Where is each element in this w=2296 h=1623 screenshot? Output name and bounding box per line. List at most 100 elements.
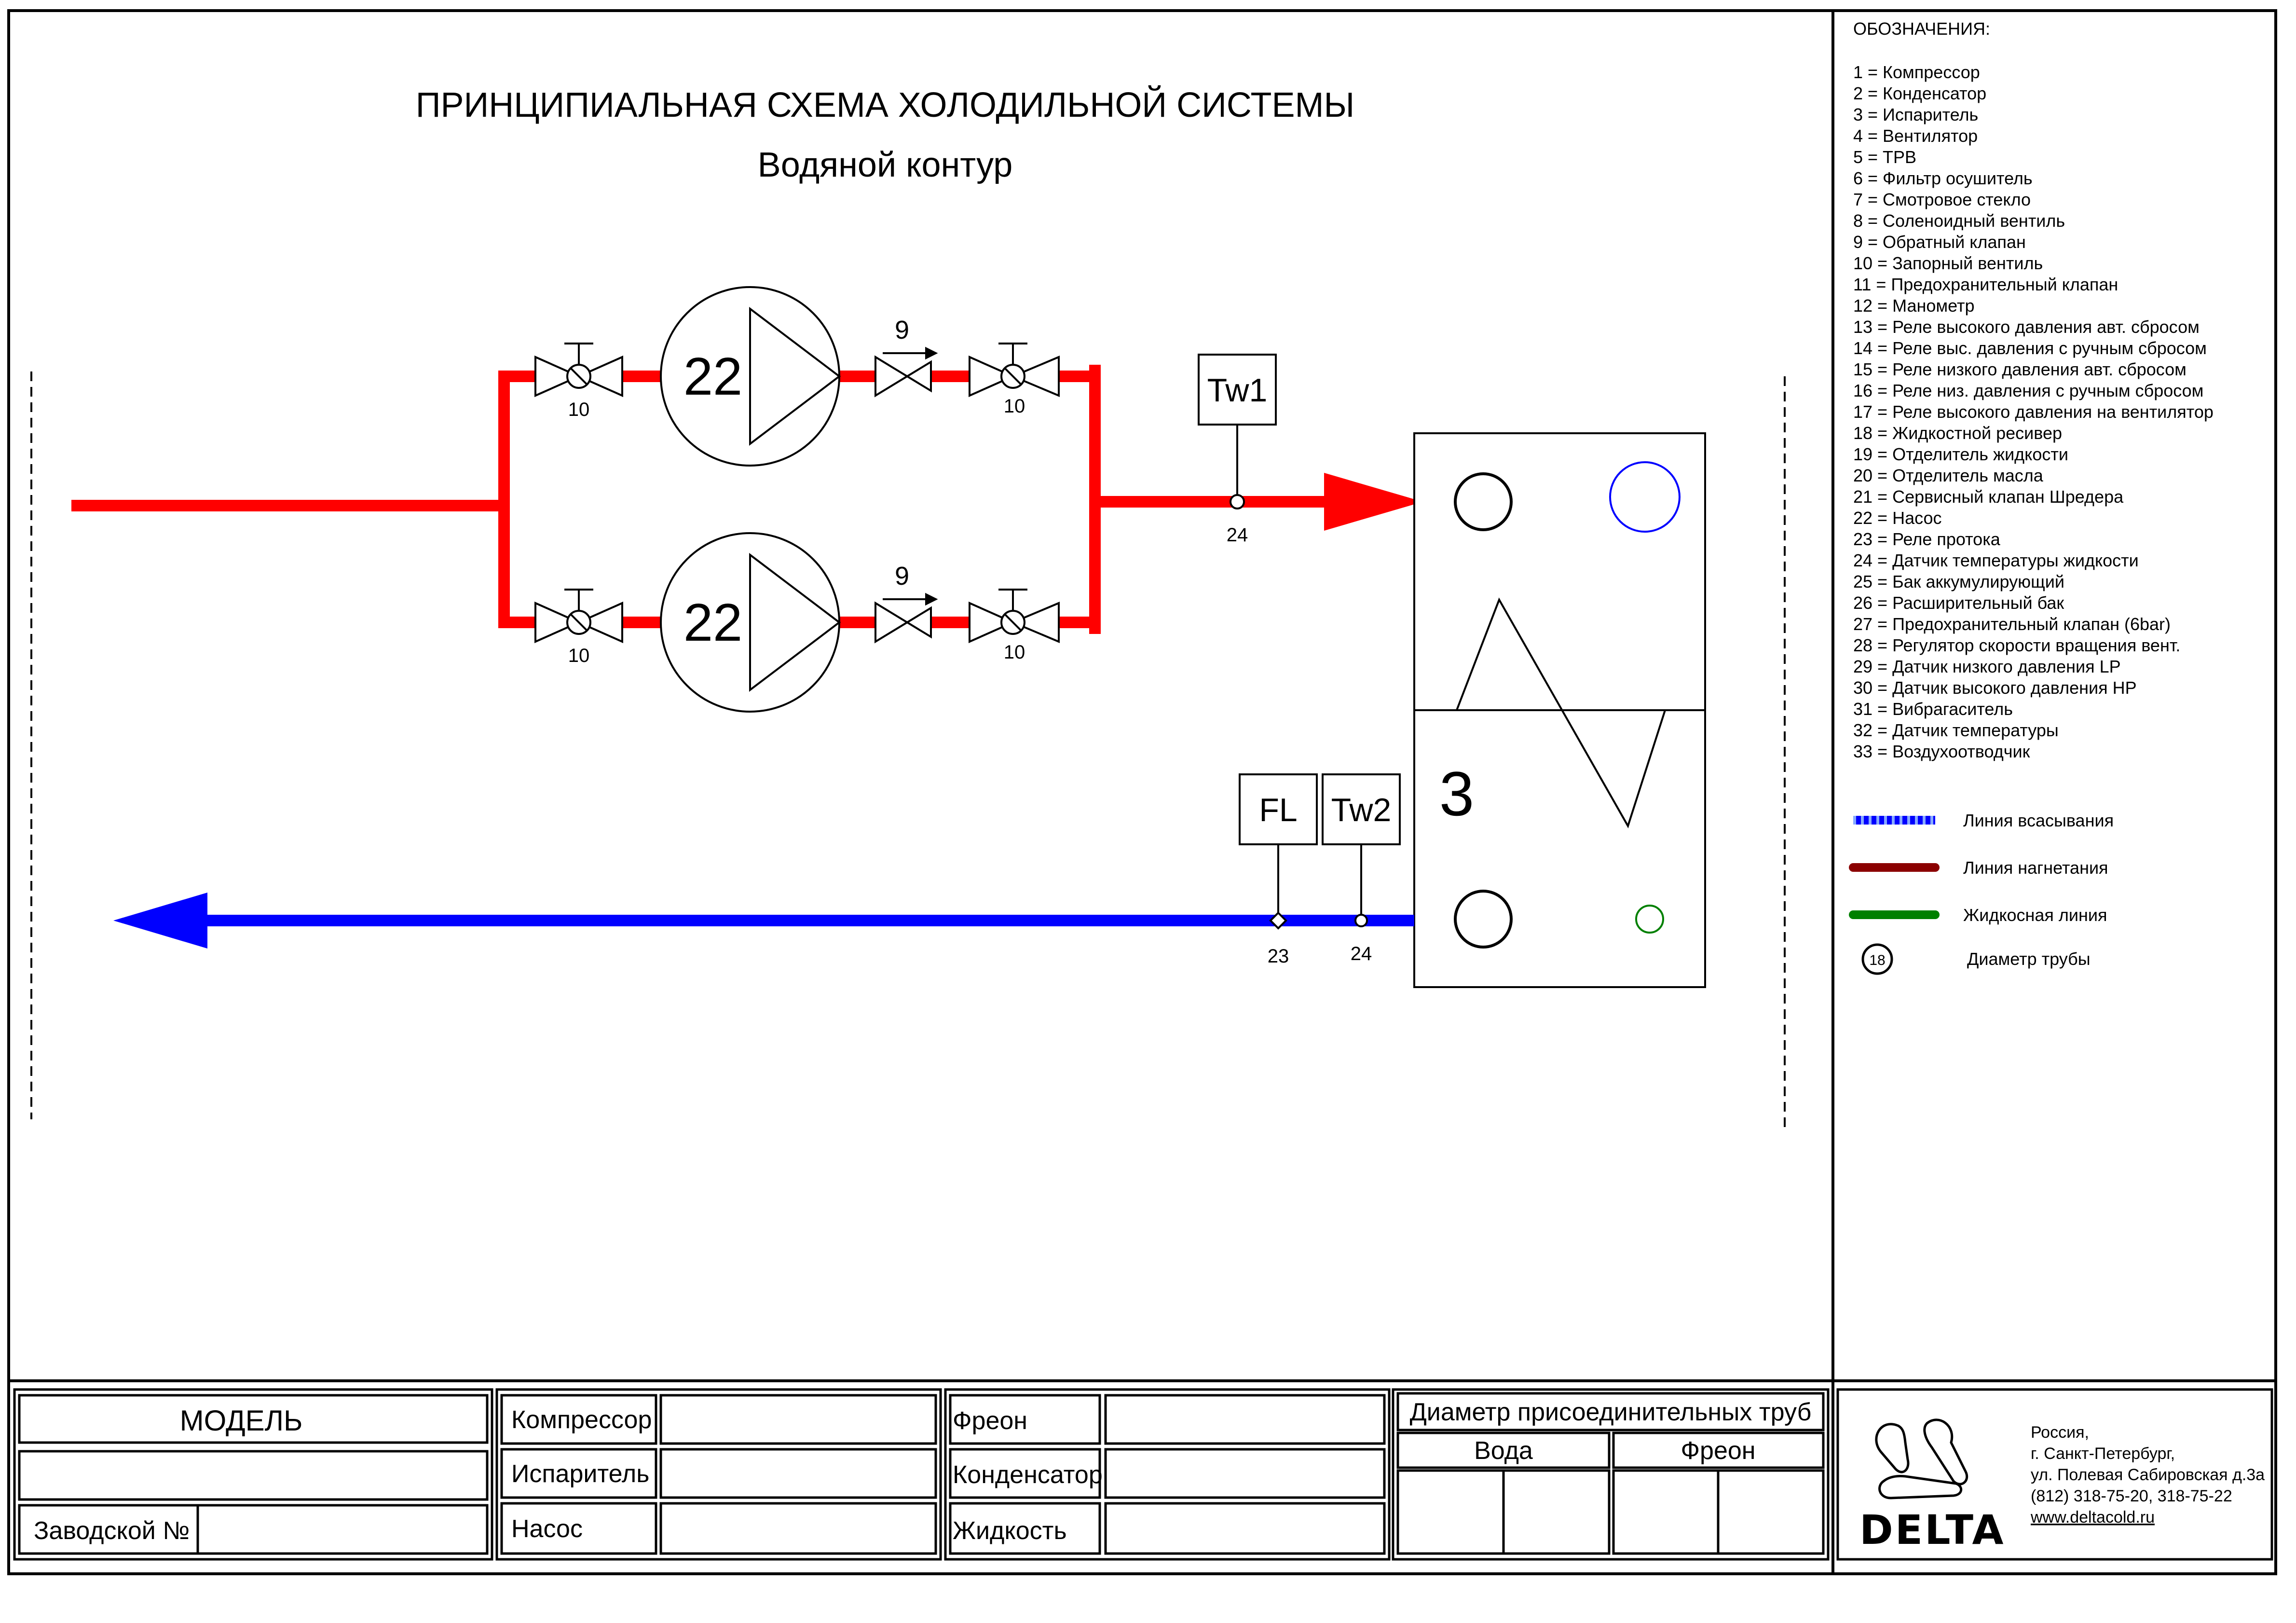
sensor-fl-label: FL [1259, 792, 1297, 828]
check-valve-label: 9 [895, 316, 909, 344]
sensor-tw2-label: Tw2 [1331, 792, 1392, 828]
legend-item: 15 = Реле низкого давления авт. сбросом [1853, 359, 2187, 379]
sensor-tw1-box [1198, 354, 1277, 426]
address-line: г. Санкт-Петербург, [2031, 1444, 2175, 1463]
legend-item: 29 = Датчик низкого давления LP [1853, 657, 2121, 676]
shutoff-valve-1-out [969, 343, 1060, 398]
tb-model: МОДЕЛЬ [180, 1404, 303, 1437]
check-valve-1 [875, 346, 938, 398]
legend-item: 4 = Вентилятор [1853, 126, 1978, 146]
legend-item: 7 = Смотровое стекло [1853, 190, 2031, 209]
shutoff-valve-2-out [969, 589, 1060, 644]
tb-pipe-diameters: Диаметр присоединительных труб [1410, 1398, 1812, 1426]
legend-liquid-label: Жидкосная линия [1963, 905, 2107, 925]
evaporator-port-green [1635, 905, 1664, 934]
legend-item: 6 = Фильтр осушитель [1853, 168, 2033, 188]
sensor-fl-box [1239, 773, 1318, 845]
legend-item: 16 = Реле низ. давления с ручным сбросом [1853, 381, 2203, 400]
pump-1-label: 22 [683, 347, 742, 406]
valve-label: 10 [568, 645, 590, 666]
legend-heading: ОБОЗНАЧЕНИЯ: [1853, 19, 1990, 39]
delta-logo-text: DELTA [1859, 1506, 2006, 1554]
sensor-tw2-point [1354, 914, 1368, 927]
supply-pipe [71, 365, 1337, 634]
legend-item: 17 = Реле высокого давления на вентилято… [1853, 402, 2214, 422]
company-website-link[interactable]: www.deltacold.ru [2030, 1508, 2155, 1527]
drawing-frame [7, 9, 2277, 1575]
legend-item: 27 = Предохранительный клапан (6bar) [1853, 614, 2171, 634]
evaporator-coil [1456, 597, 1705, 828]
tb-compressor: Компрессор [511, 1406, 652, 1434]
tb-freon: Фреон [953, 1407, 1027, 1435]
legend-item: 11 = Предохранительный клапан [1853, 275, 2118, 294]
legend-item: 21 = Сервисный клапан Шредера [1853, 487, 2124, 507]
legend-item: 19 = Отделитель жидкости [1853, 444, 2068, 464]
legend-pipe-diameter-label: Диаметр трубы [1967, 949, 2091, 969]
company-address: Россия, г. Санкт-Петербург, ул. Полевая Са… [2030, 1423, 2265, 1527]
legend-item: 12 = Манометр [1853, 296, 1974, 316]
tb-pump: Насос [511, 1515, 583, 1543]
legend-discharge-label: Линия нагнетания [1963, 858, 2108, 878]
sensor-tw1-ref: 24 [1227, 524, 1248, 546]
check-valve-label: 9 [895, 562, 909, 591]
legend-item: 24 = Датчик температуры жидкости [1853, 550, 2139, 570]
valve-label: 10 [1004, 642, 1025, 663]
legend-item: 32 = Датчик температуры [1853, 720, 2059, 740]
legend-item: 20 = Отделитель масла [1853, 466, 2044, 485]
valve-label: 10 [1004, 396, 1025, 417]
sensor-tw1-label: Tw1 [1207, 372, 1268, 409]
sensor-tw2-box [1322, 773, 1401, 845]
diagram-title: ПРИНЦИПИАЛЬНАЯ СХЕМА ХОЛОДИЛЬНОЙ СИСТЕМЫ [416, 85, 1355, 124]
legend-item: 13 = Реле высокого давления авт. сбросом [1853, 317, 2200, 337]
valve-label: 10 [568, 399, 590, 420]
legend-pipe-diameter-number: 18 [1869, 952, 1885, 968]
address-line: ул. Полевая Сабировская д.3а [2031, 1466, 2265, 1484]
pump-2 [660, 532, 841, 713]
legend-item: 33 = Воздухоотводчик [1853, 742, 2030, 761]
evaporator-outlet-port [1454, 890, 1513, 949]
tb-water: Вода [1474, 1437, 1533, 1465]
legend-item: 2 = Конденсатор [1853, 83, 1986, 103]
address-line: Россия, [2031, 1423, 2089, 1442]
pump-1 [660, 286, 841, 467]
legend-item: 22 = Насос [1853, 508, 1942, 528]
legend-item: 30 = Датчик высокого давления HP [1853, 678, 2137, 698]
diagram-subtitle: Водяной контур [758, 146, 1013, 184]
legend-pipe-diameter-symbol [1861, 943, 1893, 975]
tb-liquid: Жидкость [953, 1517, 1067, 1545]
legend-item: 26 = Расширительный бак [1853, 593, 2064, 613]
pump-2-label: 22 [683, 593, 742, 652]
tb-freon-col: Фреон [1681, 1437, 1755, 1465]
sensor-fl-point [1269, 911, 1287, 930]
sensor-tw1-point [1230, 494, 1245, 509]
legend-suction-label: Линия всасывания [1963, 811, 2114, 830]
title-block [13, 1388, 2273, 1561]
legend-item: 1 = Компрессор [1853, 62, 1980, 82]
tb-evaporator: Испаритель [511, 1460, 649, 1488]
address-line: (812) 318-75-20, 318-75-22 [2031, 1487, 2232, 1505]
legend-item: 31 = Вибрагаситель [1853, 699, 2013, 719]
legend-item: 5 = ТРВ [1853, 147, 1916, 167]
check-valve-2 [875, 592, 938, 644]
legend-item: 14 = Реле выс. давления с ручным сбросом [1853, 338, 2207, 358]
sensor-fl-ref: 23 [1268, 946, 1289, 967]
legend-item: 10 = Запорный вентиль [1853, 253, 2043, 273]
legend-item: 28 = Регулятор скорости вращения вент. [1853, 635, 2180, 655]
legend-item: 23 = Реле протока [1853, 529, 2001, 549]
legend-item: 18 = Жидкостной ресивер [1853, 423, 2062, 443]
legend-item: 3 = Испаритель [1853, 105, 1978, 124]
shutoff-valve-2-in [534, 589, 623, 644]
legend-item: 9 = Обратный клапан [1853, 232, 2026, 252]
evaporator-inlet-port [1454, 472, 1513, 531]
tb-serial: Заводской № [34, 1517, 190, 1545]
evaporator-label: 3 [1439, 758, 1474, 829]
return-arrow [113, 893, 207, 949]
supply-arrow [1324, 473, 1423, 531]
legend-item: 25 = Бак аккумулирующий [1853, 572, 2064, 591]
sensor-tw2-ref: 24 [1351, 943, 1372, 964]
shutoff-valve-1-in [534, 343, 623, 398]
evaporator-port-blue [1609, 461, 1681, 533]
delta-logo-icon [1875, 1418, 1968, 1499]
